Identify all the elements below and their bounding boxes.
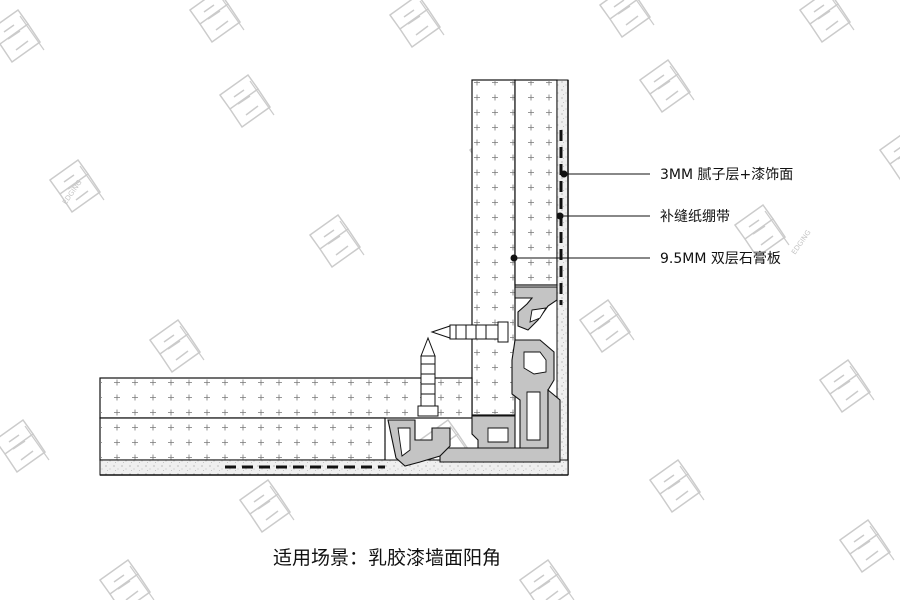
profile-corner-bead (439, 388, 561, 463)
watermark-logo (309, 214, 365, 268)
leader-seam-tape (556, 212, 650, 220)
watermark-logo (579, 299, 635, 353)
label-gypsum-board: 9.5MM 双层石膏板 (660, 250, 781, 267)
watermark-logo (879, 129, 900, 183)
watermark-logo (799, 0, 855, 43)
watermark-logo (649, 459, 705, 513)
watermark-logo-text: EDGING (61, 179, 84, 206)
leader-putty-layer (560, 170, 650, 178)
diagram-caption: 适用场景：乳胶漆墙面阳角 (273, 547, 501, 569)
label-putty-layer: 3MM 腻子层+漆饰面 (660, 167, 793, 183)
horizontal-wall (99, 377, 569, 476)
vertical-wall (471, 79, 569, 476)
watermark-logo (0, 9, 45, 63)
profile-vertical-arm (514, 286, 558, 331)
watermark-logo (599, 0, 655, 38)
label-seam-tape: 补缝纸绷带 (660, 209, 730, 225)
watermark-logo (99, 559, 155, 600)
watermark-logo (819, 359, 875, 413)
watermark-logo (839, 519, 895, 573)
watermark-logo (149, 319, 205, 373)
watermark-logo (0, 419, 50, 473)
watermark-logo-text: EDGING (790, 229, 813, 256)
screw-horizontal (430, 321, 509, 343)
watermark-logo (189, 0, 245, 43)
watermark-logo (219, 74, 275, 128)
watermark-logo (389, 0, 445, 48)
leader-gypsum-board (510, 254, 650, 262)
watermark-logo (734, 204, 790, 258)
screw-vertical (417, 336, 439, 417)
watermark-logo (639, 59, 695, 113)
watermark-logo (239, 479, 295, 533)
watermark-logo (519, 559, 575, 600)
